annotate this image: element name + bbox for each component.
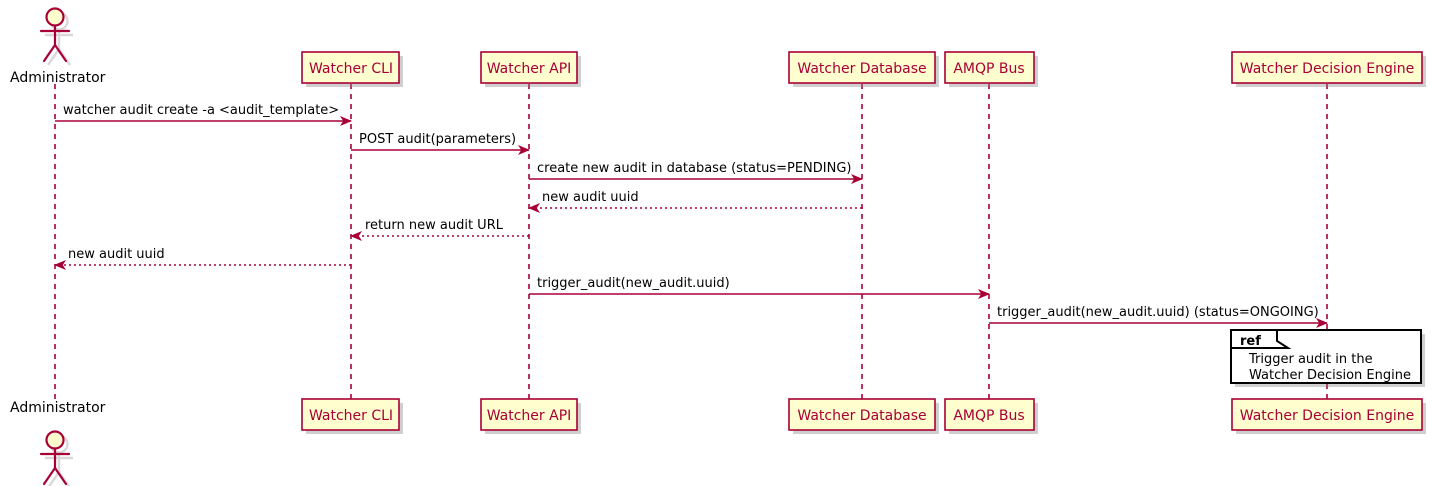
ref-box (1230, 329, 1422, 384)
message-label-2: POST audit(parameters) (359, 132, 516, 147)
participant-box (301, 398, 400, 431)
participant-label: AMQP Bus (953, 61, 1024, 77)
actor-leg-left (42, 43, 57, 63)
participant-watcher-database[interactable]: Watcher Database (788, 51, 939, 87)
ref-tag-shape (1230, 329, 1292, 349)
participant-label: Watcher CLI (309, 61, 393, 77)
participant-box (944, 51, 1035, 84)
actor-leg-left (42, 466, 57, 486)
message-label-3: create new audit in database (status=PEN… (537, 161, 852, 176)
message-label-7: trigger_audit(new_audit.uuid) (537, 276, 730, 291)
message-1: watcher audit create -a <audit_template> (55, 103, 352, 126)
participant-box (480, 51, 578, 84)
message-5: return new audit URL (350, 218, 529, 241)
message-2: POST audit(parameters) (351, 132, 530, 155)
message-4: new audit uuid (528, 190, 862, 213)
actor-leg-r-shadow (58, 471, 71, 486)
participants-group: Watcher CLI Watcher CLI Watcher API Watcher… (301, 51, 1426, 434)
participant-watcher-decision-engine[interactable]: Watcher Decision Engine (1231, 51, 1426, 87)
participant-box (1231, 51, 1423, 84)
message-3: create new audit in database (status=PEN… (529, 161, 863, 184)
participant-label: Watcher API (487, 408, 572, 424)
participant-label: Watcher Database (797, 61, 926, 77)
participant-label: Watcher Decision Engine (1240, 408, 1414, 424)
message-label-1: watcher audit create -a <audit_template> (63, 103, 339, 118)
participant-box (944, 398, 1035, 431)
actor-administrator-bottom[interactable]: Administrator (10, 400, 106, 486)
message-label-6: new audit uuid (68, 247, 165, 262)
ref-body-line-2: Watcher Decision Engine (1249, 368, 1411, 383)
messages-group: watcher audit create -a <audit_template>… (54, 103, 1328, 328)
actor-label: Administrator (10, 400, 106, 416)
participant-watcher-decision-engine[interactable]: Watcher Decision Engine (1231, 398, 1426, 434)
actor-leg-right (53, 43, 68, 63)
ref-tag-label: ref (1240, 334, 1261, 349)
participant-label: Watcher API (487, 61, 572, 77)
participant-amqp-bus[interactable]: AMQP Bus (944, 51, 1038, 87)
message-label-4: new audit uuid (542, 190, 639, 205)
message-7: trigger_audit(new_audit.uuid) (529, 276, 990, 299)
participant-label: AMQP Bus (953, 408, 1024, 424)
message-6: new audit uuid (54, 247, 351, 270)
participant-amqp-bus[interactable]: AMQP Bus (944, 398, 1038, 434)
actor-administrator-top[interactable]: Administrator (10, 7, 106, 87)
message-label-8: trigger_audit(new_audit.uuid) (status=ON… (997, 305, 1319, 320)
participant-label: Watcher CLI (309, 408, 393, 424)
participant-box (301, 51, 400, 84)
participant-watcher-cli[interactable]: Watcher CLI (301, 398, 403, 434)
actor-leg-l-shadow (47, 471, 60, 486)
participant-watcher-cli[interactable]: Watcher CLI (301, 51, 403, 87)
participant-box (480, 398, 578, 431)
participant-box (1231, 398, 1423, 431)
lifelines-group (54, 84, 1328, 399)
participant-watcher-api[interactable]: Watcher API (480, 398, 581, 434)
participant-box (788, 51, 936, 84)
participant-label: Watcher Decision Engine (1240, 61, 1414, 77)
participant-box (788, 398, 936, 431)
actor-leg-right (53, 466, 68, 486)
ref-body-line-1: Trigger audit in the (1248, 352, 1373, 367)
actor-head-icon (45, 7, 65, 27)
actor-leg-l-shadow (47, 48, 60, 66)
participant-label: Watcher Database (797, 408, 926, 424)
message-8: trigger_audit(new_audit.uuid) (status=ON… (989, 305, 1328, 328)
participant-watcher-database[interactable]: Watcher Database (788, 398, 939, 434)
participant-watcher-api[interactable]: Watcher API (480, 51, 581, 87)
actor-label: Administrator (10, 70, 106, 86)
actor-head-icon (45, 430, 65, 450)
message-label-5: return new audit URL (365, 218, 504, 233)
